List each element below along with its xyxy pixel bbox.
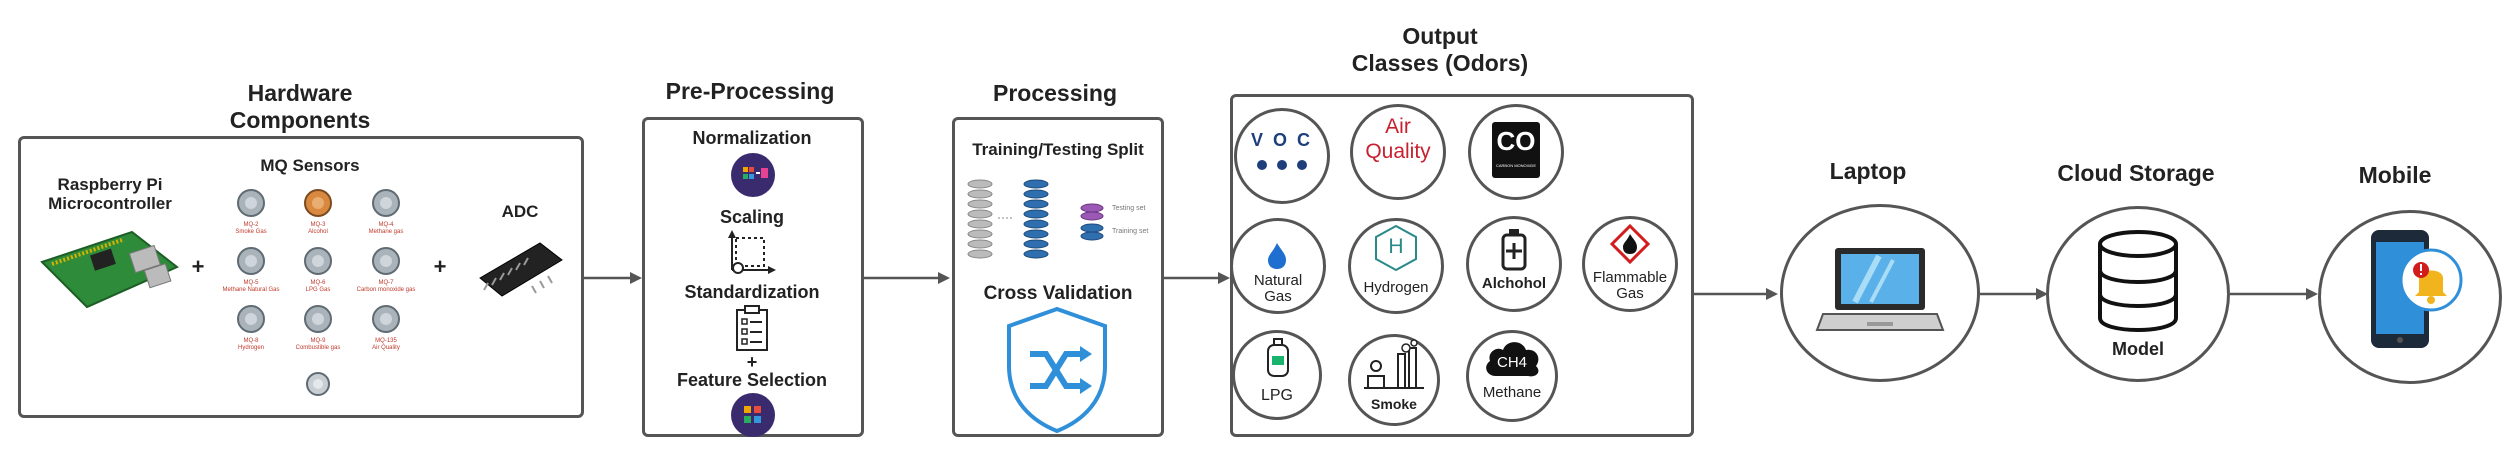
processing-title: Processing (993, 80, 1117, 106)
preprocessing-title: Pre-Processing (665, 78, 835, 104)
voc-symbol: VOC (1251, 130, 1321, 150)
sensor-icon (237, 247, 265, 275)
scaling-label: Scaling (719, 207, 785, 227)
rpi-label: Raspberry Pi Microcontroller (48, 175, 172, 213)
checklist-icon (736, 305, 768, 351)
mobile-notification-icon (2371, 230, 2463, 348)
arrow-1 (584, 272, 642, 284)
factory-smoke-icon (1364, 339, 1424, 389)
flame-icon (1268, 243, 1286, 269)
sensor-label: MQ-4 Methane gas (368, 222, 404, 235)
hexagon-icon (1375, 224, 1417, 272)
adc-label: ADC (501, 202, 539, 221)
adc-chip-image (479, 242, 563, 297)
co-badge (1492, 122, 1540, 178)
normalization-icon (731, 153, 775, 197)
sensor-icon (237, 305, 265, 333)
sensor-icon (237, 189, 265, 217)
sensor-label: MQ-3 Alcohol (308, 222, 328, 235)
output-title: Output Classes (Odors) (1351, 23, 1529, 76)
alchohol-circle (1466, 216, 1562, 312)
hydrogen-symbol: H (1388, 235, 1404, 258)
shield-shuffle-icon (1007, 306, 1107, 434)
mq-sensors-label: MQ Sensors (260, 156, 360, 175)
cloud-icon-methane (1486, 342, 1539, 377)
voc-hazard-icon (1257, 160, 1307, 170)
natural-gas-label: Natural Gas (1253, 272, 1303, 305)
sensor-label: MQ-135 Air Quality (372, 338, 400, 351)
standardization-label: Standardization (684, 282, 820, 302)
sensor-icon (306, 372, 330, 396)
laptop-icon (1815, 248, 1945, 331)
voc-circle (1234, 108, 1330, 204)
sensor-label: MQ-6 LPG Gas (305, 280, 331, 293)
mobile-title: Mobile (2358, 162, 2432, 188)
arrow-2 (864, 272, 950, 284)
sensor-icon (372, 247, 400, 275)
air-quality-label: Air Quality (1365, 115, 1431, 163)
arrow-6 (2230, 288, 2318, 300)
training-set-label: Training set (1112, 228, 1149, 235)
sensor-label: MQ-5 Methane Natural Gas (222, 280, 280, 293)
hardware-title: Hardware Components (229, 80, 371, 133)
sensor-label: MQ-8 Hydrogen (237, 338, 264, 351)
testing-set-label: Testing set (1112, 205, 1146, 212)
air-quality-circle (1350, 104, 1446, 200)
database-icon (2098, 230, 2178, 332)
cross-validation-label: Cross Validation (983, 283, 1133, 304)
gas-cylinder-icon (1267, 338, 1289, 377)
sensor-label: MQ-2 Smoke Gas (235, 222, 267, 235)
alchohol-label: Alchohol (1481, 275, 1547, 292)
plus-sign-1: + (191, 254, 205, 279)
cloud-storage-title: Cloud Storage (2057, 160, 2215, 186)
lpg-label: LPG (1260, 387, 1293, 404)
sensor-label: MQ-9 Combustible gas (295, 338, 341, 351)
sensor-icon (372, 305, 400, 333)
raspberry-pi-image (40, 230, 179, 309)
normalization-label: Normalization (692, 128, 812, 148)
split-label: Training/Testing Split (972, 140, 1144, 159)
sensor-icon (304, 305, 332, 333)
arrow-3 (1164, 272, 1230, 284)
methane-symbol: CH4 (1496, 354, 1527, 371)
model-label: Model (2112, 339, 2164, 359)
co-subtitle: CARBON MONOXIDE (1495, 163, 1536, 168)
laptop-title: Laptop (1829, 158, 1907, 184)
co-symbol: CO (1496, 126, 1536, 156)
flammable-gas-label: Flammable Gas (1592, 269, 1668, 302)
plus-sign-2: + (433, 254, 447, 279)
sensor-icon (304, 247, 332, 275)
bottle-icon (1501, 229, 1527, 271)
flammable-hazard-icon (1609, 223, 1651, 265)
methane-label: Methane (1482, 384, 1542, 401)
smoke-circle (1348, 334, 1440, 426)
sensor-icon (304, 189, 332, 217)
arrow-4 (1694, 288, 1778, 300)
data-split-icon (967, 179, 1104, 259)
sensor-icon (372, 189, 400, 217)
scaling-icon (728, 230, 776, 274)
feature-selection-label: Feature Selection (676, 370, 828, 390)
smoke-label: Smoke (1371, 396, 1417, 412)
plus-sign-3: + (746, 352, 758, 372)
feature-selection-icon (731, 393, 775, 437)
sensor-label: MQ-7 Carbon monoxide gas (356, 280, 416, 293)
arrow-5 (1980, 288, 2048, 300)
hydrogen-label: Hydrogen (1363, 279, 1429, 296)
